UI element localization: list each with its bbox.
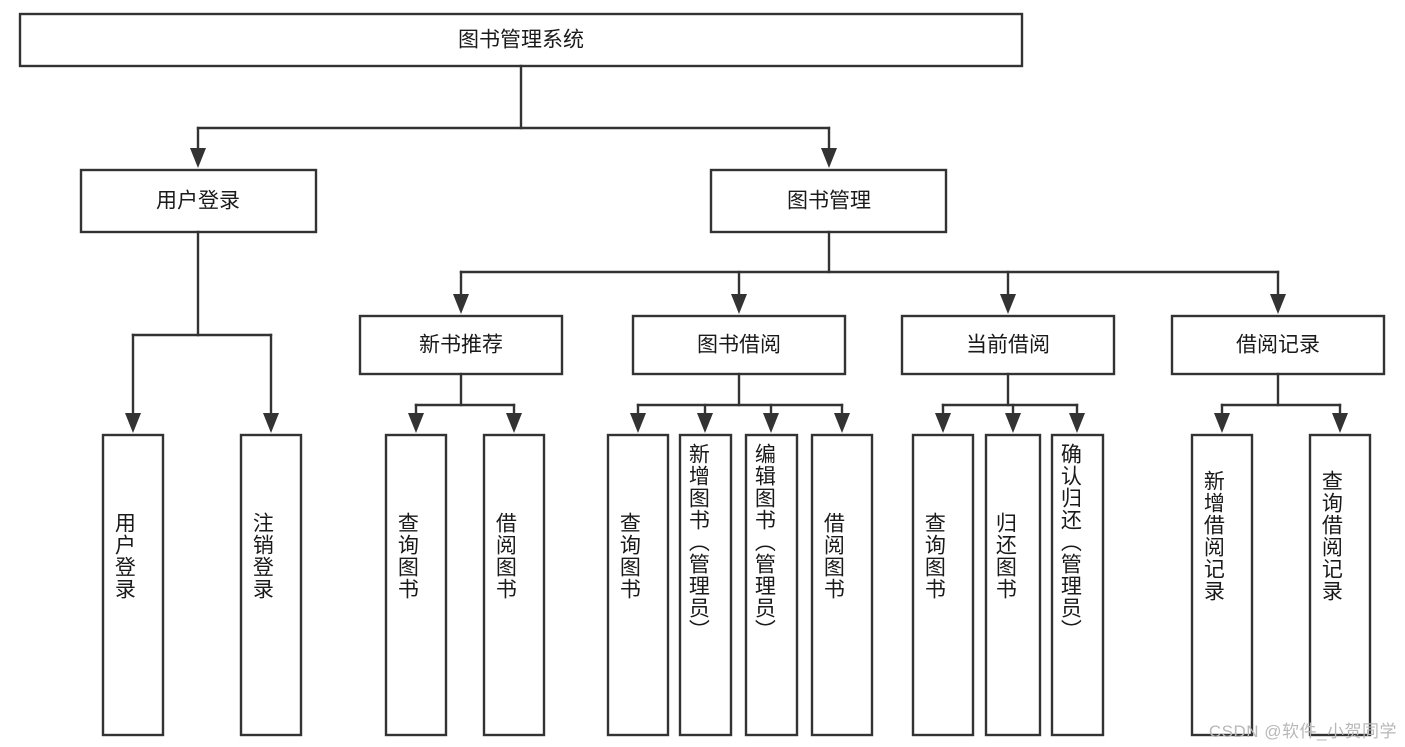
leaf-box-5[interactable] [678,433,733,737]
node-level3-new-book-recommend[interactable]: 新书推荐 [358,314,564,376]
node-level3-0-box[interactable] [358,314,564,376]
node-level2-0-box[interactable] [79,168,318,234]
arrow-head-icon [731,294,747,314]
node-level2-book-management[interactable]: 图书管理 [709,168,948,234]
arrow-head-icon [453,294,469,314]
arrow-head-icon [630,413,646,433]
leaf-box-1[interactable] [239,433,303,737]
connector-bookborrow-to-leaves [630,372,850,433]
connector-userlogin-to-leaves [125,230,279,433]
leaf-box-9[interactable] [984,433,1042,737]
arrow-head-icon [408,413,424,433]
arrow-head-icon [763,413,779,433]
node-root[interactable]: 图书管理系统 [18,12,1024,68]
arrow-head-icon [190,148,206,168]
arrow-head-icon [834,413,850,433]
leaf-box-6[interactable] [744,433,799,737]
arrow-head-icon [1332,413,1348,433]
connector-bookmgmt-to-level3 [453,230,1286,314]
leaf-box-4[interactable] [606,433,670,737]
arrow-head-icon [1270,294,1286,314]
arrow-head-icon [935,413,951,433]
connector-borrowrecord-to-leaves [1214,372,1348,433]
leaf-box-12[interactable] [1308,433,1372,737]
arrow-head-icon [125,413,141,433]
node-root-label: 图书管理系统 [458,29,584,52]
node-root-box[interactable] [18,12,1024,68]
arrow-head-icon [1214,413,1230,433]
node-level3-1-label: 图书借阅 [697,334,781,357]
watermark-text: CSDN @软件_小贺同学 [1208,722,1397,741]
leaf-box-0[interactable] [101,433,165,737]
leaf-box-2[interactable] [384,433,448,737]
arrow-head-icon [506,413,522,433]
arrow-head-icon [821,148,837,168]
node-level3-3-label: 借阅记录 [1236,334,1320,357]
node-level3-current-borrow[interactable]: 当前借阅 [900,314,1116,376]
node-level2-0-label: 用户登录 [156,190,240,213]
arrow-head-icon [1005,413,1021,433]
node-level3-book-borrow[interactable]: 图书借阅 [631,314,847,376]
node-level2-user-login[interactable]: 用户登录 [79,168,318,234]
arrow-head-icon [697,413,713,433]
arrow-head-icon [263,413,279,433]
leaf-box-11[interactable] [1190,433,1254,737]
arrow-head-icon [1069,413,1085,433]
node-level3-2-box[interactable] [900,314,1116,376]
node-level3-borrow-record[interactable]: 借阅记录 [1170,314,1386,376]
connector-currentborrow-to-leaves [935,372,1085,433]
leaf-box-3[interactable] [482,433,546,737]
connector-root-to-level2 [190,64,837,168]
leaf-box-10[interactable] [1050,433,1105,737]
arrow-head-icon [1000,294,1016,314]
leaf-box-8[interactable] [911,433,975,737]
leaf-box-7[interactable] [810,433,874,737]
node-level3-2-label: 当前借阅 [966,334,1050,357]
connector-newbook-to-leaves [408,372,522,433]
node-level2-1-label: 图书管理 [787,190,871,213]
node-level3-0-label: 新书推荐 [419,334,503,357]
